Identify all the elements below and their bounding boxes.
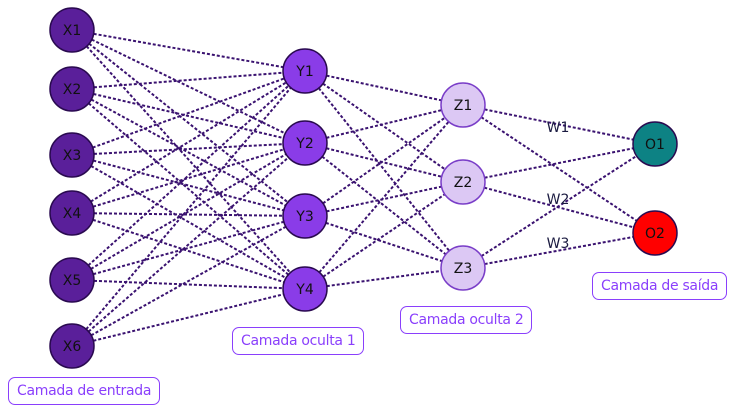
node-label-y3: Y3 — [295, 209, 313, 225]
edge-x2-y1 — [93, 71, 284, 89]
node-z2: Z2 — [440, 159, 486, 205]
edge-z1-o2 — [480, 116, 638, 222]
node-label-x1: X1 — [63, 23, 82, 39]
edge-x6-y3 — [90, 225, 287, 337]
node-x2: X2 — [49, 66, 95, 112]
edge-z3-o2 — [484, 235, 634, 266]
edge-x1-y2 — [91, 38, 286, 135]
edge-x5-y3 — [92, 220, 285, 276]
node-x1: X1 — [49, 7, 95, 53]
edge-x6-y1 — [85, 87, 292, 330]
node-circle-z3 — [440, 245, 486, 291]
node-label-x4: X4 — [63, 206, 82, 222]
node-circle-y4 — [282, 266, 328, 312]
node-circle-x2 — [49, 66, 95, 112]
edge-x3-y2 — [93, 143, 284, 155]
node-label-y2: Y2 — [295, 136, 313, 152]
edge-x4-y4 — [92, 218, 285, 284]
node-label-y1: Y1 — [295, 64, 313, 80]
edges-group — [85, 32, 638, 342]
edge-x5-y2 — [90, 153, 287, 270]
node-label-o2: O2 — [645, 226, 665, 242]
node-x3: X3 — [49, 132, 95, 178]
node-circle-y2 — [282, 120, 328, 166]
node-y3: Y3 — [282, 193, 328, 239]
node-label-x6: X6 — [63, 339, 82, 355]
edge-y2-z3 — [321, 155, 447, 256]
edge-x3-y1 — [92, 77, 285, 149]
caption-input-layer: Camada de entrada — [8, 377, 161, 405]
node-y2: Y2 — [282, 120, 328, 166]
edge-x3-y3 — [93, 159, 284, 212]
caption-hidden-layer-2: Camada oculta 2 — [400, 306, 533, 334]
node-label-x3: X3 — [63, 148, 82, 164]
edge-x1-y4 — [85, 45, 292, 274]
caption-hidden-layer-1: Camada oculta 1 — [232, 327, 365, 355]
edge-y3-z3 — [325, 221, 443, 263]
weight-label-w1: W1 — [547, 120, 570, 136]
node-label-z2: Z2 — [454, 175, 473, 191]
weight-label-w3: W3 — [547, 236, 570, 252]
node-x4: X4 — [49, 190, 95, 236]
edge-x4-y1 — [90, 81, 287, 203]
node-y4: Y4 — [282, 266, 328, 312]
node-circle-x4 — [49, 190, 95, 236]
node-o1: O1 — [632, 121, 678, 167]
node-z3: Z3 — [440, 245, 486, 291]
node-circle-x6 — [49, 323, 95, 369]
edge-z3-o1 — [480, 155, 638, 257]
node-circle-x5 — [49, 257, 95, 303]
node-label-o1: O1 — [645, 137, 665, 153]
weight-label-w2: W2 — [547, 192, 570, 208]
edge-y4-z1 — [318, 121, 450, 273]
edge-x6-y4 — [93, 293, 284, 342]
edge-z2-o1 — [484, 147, 634, 179]
node-label-y4: Y4 — [295, 282, 314, 298]
edge-x3-y4 — [90, 165, 287, 279]
edge-x1-y1 — [93, 32, 284, 69]
node-circle-y1 — [282, 48, 328, 94]
node-x5: X5 — [49, 257, 95, 303]
edge-z2-o2 — [484, 186, 634, 229]
edge-y2-z1 — [326, 109, 442, 139]
node-label-x5: X5 — [63, 273, 82, 289]
edge-z1-o1 — [484, 108, 634, 141]
edge-y1-z1 — [326, 74, 442, 102]
node-circle-x3 — [49, 132, 95, 178]
edge-x2-y2 — [93, 92, 284, 140]
edge-x6-y2 — [87, 156, 290, 333]
node-circle-o1 — [632, 121, 678, 167]
edge-x2-y3 — [90, 98, 287, 207]
edge-x4-y3 — [93, 212, 284, 217]
node-circle-y3 — [282, 193, 328, 239]
node-y1: Y1 — [282, 48, 328, 94]
node-label-z3: Z3 — [454, 261, 473, 277]
edge-x2-y4 — [88, 102, 289, 276]
caption-output-layer: Camada de saída — [592, 272, 728, 300]
node-o2: O2 — [632, 210, 678, 256]
edge-x4-y2 — [92, 148, 285, 208]
edge-y4-z3 — [326, 269, 442, 288]
node-circle-o2 — [632, 210, 678, 256]
edge-x1-y3 — [88, 42, 289, 204]
node-circle-x1 — [49, 7, 95, 53]
node-x6: X6 — [49, 323, 95, 369]
node-label-z1: Z1 — [454, 98, 473, 114]
node-circle-z1 — [440, 82, 486, 128]
node-z1: Z1 — [440, 82, 486, 128]
node-circle-z2 — [440, 159, 486, 205]
node-label-x2: X2 — [63, 82, 82, 98]
edge-y4-z2 — [322, 193, 446, 278]
